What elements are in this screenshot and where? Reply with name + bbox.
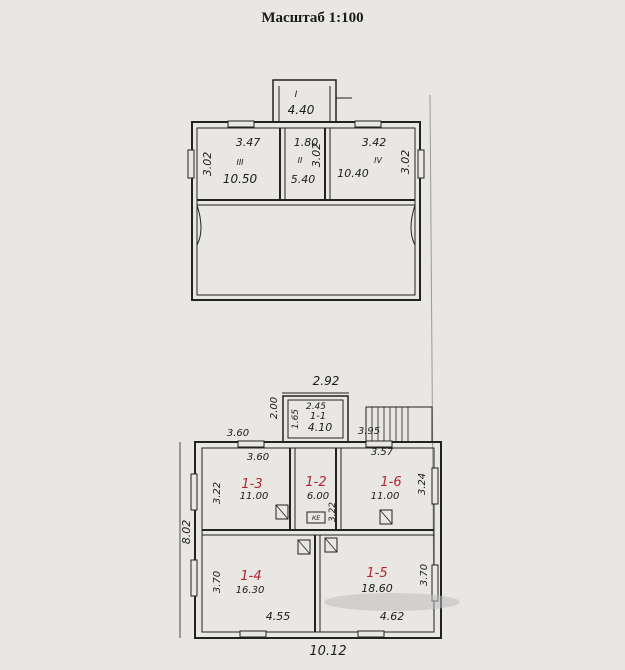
- scale-title: Масштаб 1:100: [261, 10, 364, 26]
- room-1-5-number: 1-5: [366, 566, 387, 581]
- sheet-edge-line: [429, 94, 435, 631]
- room-1-2-area: 6.00: [307, 491, 329, 502]
- room-iv-depth: 3.02: [399, 150, 412, 175]
- kitchen-fixture-label: КЕ: [312, 515, 320, 522]
- room-1-4-number: 1-4: [240, 569, 261, 584]
- stove-3: [297, 539, 311, 555]
- room-ii-width: 1.80: [294, 136, 319, 149]
- room-iv-number: IV: [374, 156, 382, 165]
- lower-floor-plan: [179, 392, 442, 639]
- room-iii-width: 3.47: [236, 136, 261, 149]
- upper-floor-plan: [187, 79, 425, 301]
- room-1-6-number: 1-6: [380, 475, 401, 490]
- room-1-5-depth: 3.70: [419, 564, 430, 586]
- upper-floor-labels: I 4.40 3.47 III 10.50 3.02 1.80 II 5.40 …: [201, 90, 412, 186]
- porch-top-width: 2.92: [313, 374, 340, 388]
- upper-building-outline: [191, 121, 421, 301]
- room-1-5-area: 18.60: [361, 582, 393, 595]
- room-1-2-depth: 3.22: [328, 502, 338, 522]
- room-1-3-area: 11.00: [240, 491, 269, 502]
- upper-porch-area: 4.40: [288, 103, 315, 117]
- dim-left-side: 8.02: [180, 520, 193, 545]
- porch-number: 1-1: [310, 411, 326, 422]
- room-1-6-width: 3.57: [371, 447, 394, 458]
- dim-right-top: 3.95: [358, 426, 380, 437]
- room-ii-depth: 3.02: [310, 143, 323, 168]
- room-iv-area: 10.40: [337, 167, 369, 180]
- room-1-3-number: 1-3: [241, 477, 262, 492]
- room-1-5-width: 4.62: [380, 610, 405, 623]
- porch-area: 4.10: [308, 421, 333, 434]
- stove-4: [324, 537, 338, 553]
- dim-bottom: 10.12: [309, 644, 346, 659]
- room-1-4-area: 16.30: [236, 585, 265, 596]
- stove-1: [275, 504, 289, 520]
- blur-redaction: [324, 593, 460, 611]
- room-iii-number: III: [236, 158, 244, 167]
- lower-floor-labels: 2.92 2.00 2.45 1.65 1-1 4.10 3.60 3.95 8…: [180, 374, 430, 659]
- kitchen-fixture: [306, 511, 326, 524]
- porch-height: 2.00: [269, 397, 280, 419]
- room-1-3-width: 3.60: [247, 452, 269, 463]
- room-iii-depth: 3.02: [201, 152, 214, 177]
- room-1-6-area: 11.00: [371, 491, 400, 502]
- dim-left-top: 3.60: [227, 428, 249, 439]
- room-1-4-width: 4.55: [266, 610, 291, 623]
- porch-inner-width: 2.45: [306, 402, 326, 412]
- room-1-2-number: 1-2: [305, 475, 326, 490]
- room-1-3-depth: 3.22: [212, 482, 223, 504]
- room-ii-number: II: [298, 156, 303, 165]
- porch-inner-depth: 1.65: [291, 409, 301, 429]
- room-1-6-depth: 3.24: [417, 473, 428, 495]
- upper-porch-number: I: [295, 90, 298, 100]
- room-1-4-depth: 3.70: [212, 571, 223, 593]
- stove-2: [379, 509, 393, 525]
- room-iv-width: 3.42: [362, 136, 387, 149]
- room-ii-area: 5.40: [291, 173, 316, 186]
- lower-building-outline: [194, 441, 442, 639]
- room-iii-area: 10.50: [223, 172, 258, 186]
